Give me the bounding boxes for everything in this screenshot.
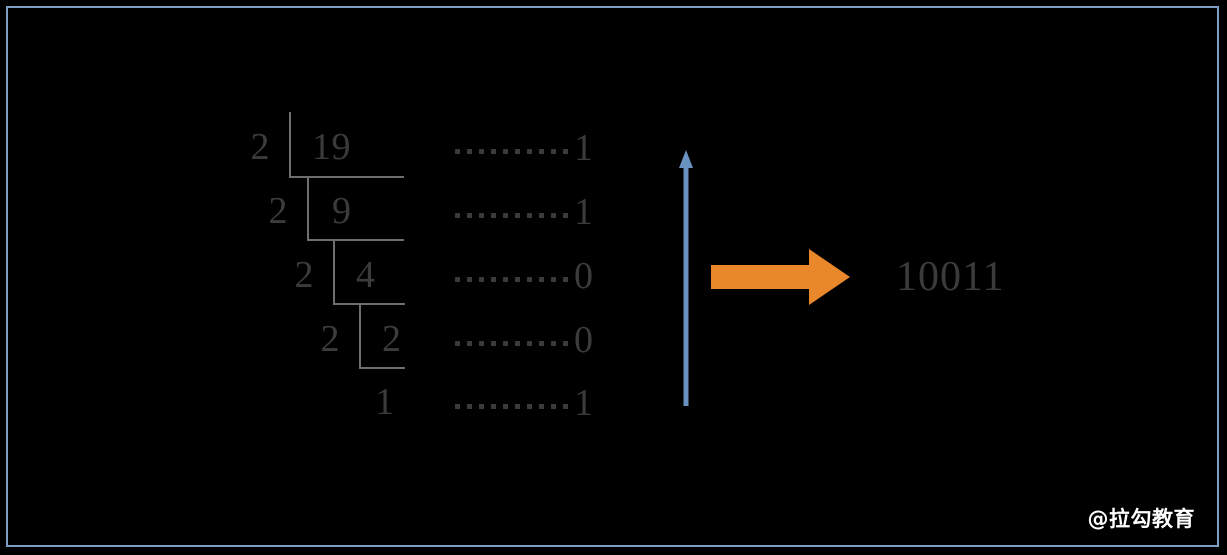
- remainder-bit-2: 1: [574, 191, 593, 233]
- ladder-divisor-3: 2: [294, 254, 314, 296]
- ladder-bracket-vline-3: [333, 239, 335, 305]
- remainder-row-2: 1: [455, 192, 593, 232]
- read-direction-arrow-up-icon: [678, 150, 694, 406]
- remainder-row-4: 0: [455, 320, 593, 360]
- leader-dots-4: [455, 340, 568, 346]
- ladder-bracket-vline-2: [307, 176, 309, 241]
- ladder-dividend-3: 4: [356, 254, 376, 296]
- ladder-dividend-5: 1: [375, 381, 395, 423]
- leader-dots-5: [455, 403, 568, 409]
- conversion-arrow-right-icon: [711, 248, 851, 306]
- leader-dots-1: [455, 148, 568, 154]
- ladder-bracket-hline-1: [289, 176, 404, 178]
- remainder-bit-4: 0: [574, 319, 593, 361]
- ladder-divisor-2: 2: [268, 190, 288, 232]
- ladder-bracket-hline-3: [333, 303, 405, 305]
- leader-dots-2: [455, 212, 568, 218]
- ladder-divisor-4: 2: [320, 318, 340, 360]
- watermark: @拉勾教育: [1087, 507, 1195, 531]
- remainder-bit-3: 0: [574, 255, 593, 297]
- ladder-bracket-hline-2: [307, 239, 404, 241]
- remainder-row-1: 1: [455, 128, 593, 168]
- remainder-row-3: 0: [455, 256, 593, 296]
- ladder-dividend-4: 2: [382, 318, 402, 360]
- remainder-bit-5: 1: [574, 382, 593, 424]
- ladder-bracket-hline-4: [359, 367, 405, 369]
- ladder-dividend-2: 9: [332, 190, 352, 232]
- remainder-row-5: 1: [455, 383, 593, 423]
- remainder-bit-1: 1: [574, 127, 593, 169]
- ladder-dividend-1: 19: [312, 126, 351, 168]
- ladder-bracket-vline-4: [359, 303, 361, 369]
- ladder-divisor-1: 2: [250, 126, 270, 168]
- leader-dots-3: [455, 276, 568, 282]
- ladder-bracket-vline-1: [289, 112, 291, 178]
- binary-result: 10011: [896, 254, 1005, 300]
